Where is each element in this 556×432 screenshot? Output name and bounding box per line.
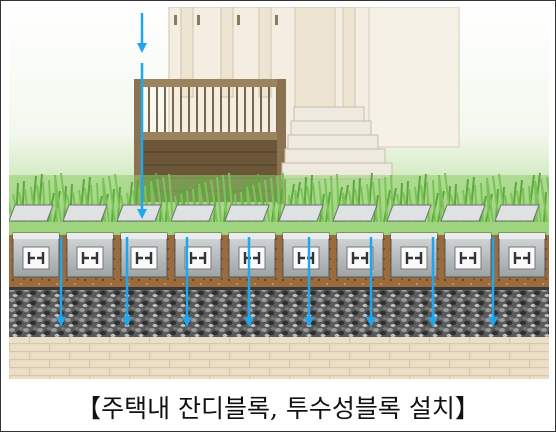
permeable-block-icon <box>66 232 114 278</box>
permeable-block-icon <box>12 232 60 278</box>
block-top <box>224 204 270 222</box>
permeable-block-icon <box>498 232 546 278</box>
permeable-block-row <box>12 232 546 278</box>
block-top <box>440 204 486 222</box>
water-flow-arrow-icon <box>366 237 376 327</box>
block-top <box>170 204 216 222</box>
permeable-block-icon <box>174 232 222 278</box>
block-top <box>332 204 378 222</box>
grass-tuft-icon <box>312 178 331 223</box>
grass-tuft-icon <box>264 175 283 223</box>
grass-tuft-icon <box>150 176 170 223</box>
block-top <box>9 204 54 222</box>
figure-caption: 【주택내 잔디블록, 투수성블록 설치】 <box>76 394 480 423</box>
permeable-block-icon <box>390 232 438 278</box>
water-flow-arrow-icon <box>56 237 66 327</box>
water-flow-arrow-icon <box>244 237 254 327</box>
block-top <box>494 204 540 222</box>
gravel-layer <box>9 287 549 337</box>
block-top <box>386 204 432 222</box>
water-flow-arrow-icon <box>137 63 147 219</box>
permeable-block-icon <box>282 232 330 278</box>
permeable-block-icon <box>228 232 276 278</box>
block-top-row <box>9 204 540 222</box>
permeable-block-icon <box>336 232 384 278</box>
water-flow-arrow-icon <box>182 237 192 327</box>
gravel-border <box>9 287 549 290</box>
permeable-block-icon <box>120 232 168 278</box>
house-steps <box>281 106 393 180</box>
water-flow-arrows <box>56 13 498 327</box>
water-flow-arrow-icon <box>428 237 438 327</box>
grass-tuft-icon <box>534 176 549 223</box>
water-flow-arrow-icon <box>137 13 147 53</box>
permeable-block-illustration <box>9 7 549 379</box>
block-top <box>62 204 108 222</box>
house <box>168 7 460 148</box>
water-flow-arrow-icon <box>122 237 132 327</box>
illustration-panel <box>9 7 549 379</box>
water-flow-arrow-icon <box>304 237 314 327</box>
water-flow-arrow-icon <box>488 237 498 327</box>
block-top <box>278 204 324 222</box>
sand-layer <box>9 337 549 379</box>
permeable-block-icon <box>444 232 492 278</box>
